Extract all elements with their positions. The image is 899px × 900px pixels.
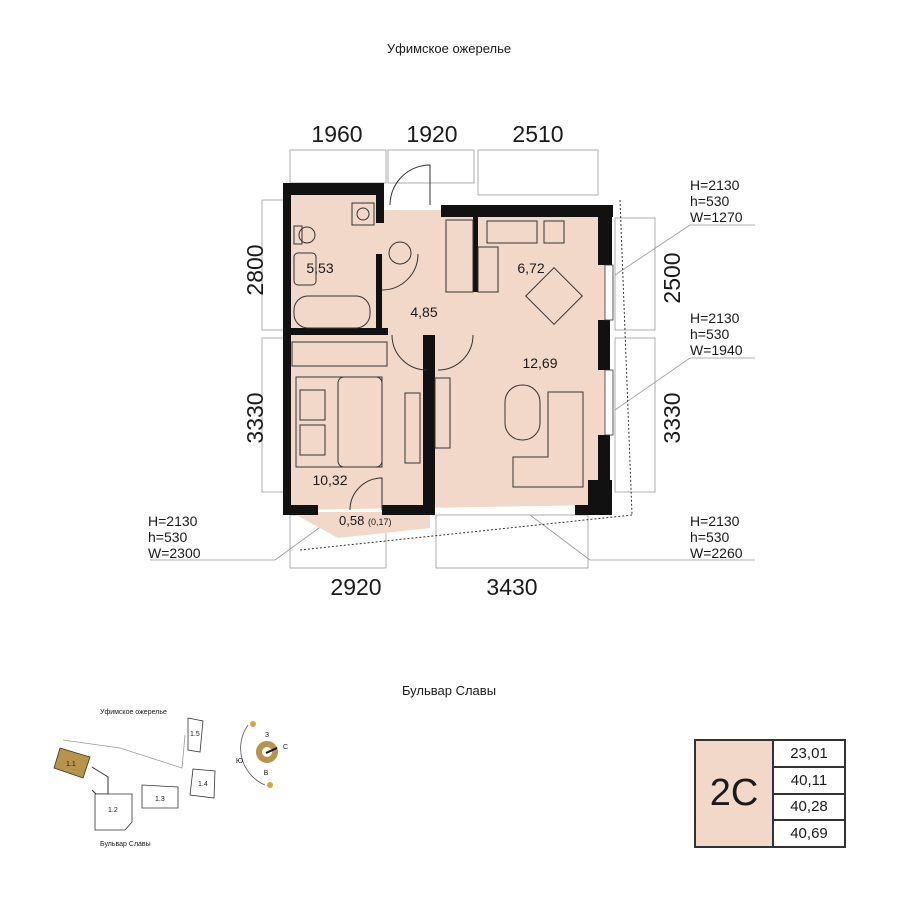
svg-text:1.1: 1.1 [66, 761, 76, 768]
dim-right-2: 3330 [659, 392, 685, 443]
svg-text:W=2300: W=2300 [148, 545, 201, 561]
building-1-2 [94, 793, 133, 831]
window-spec-living: H=2130 h=530 W=1940 [690, 310, 743, 358]
compass-icon [256, 741, 278, 763]
svg-text:З: З [265, 732, 269, 739]
dim-bottom-1: 2920 [330, 574, 381, 600]
svg-text:h=530: h=530 [690, 193, 730, 209]
site-street-top: Уфимское ожерелье [100, 709, 167, 716]
window-spec-bedroom: H=2130 h=530 W=2300 [148, 513, 201, 561]
apartment-interior [291, 195, 605, 538]
dim-top-3: 2510 [512, 121, 563, 147]
summary-value: 40,28 [774, 795, 844, 822]
svg-text:W=1270: W=1270 [690, 209, 743, 225]
svg-text:W=2260: W=2260 [690, 545, 743, 561]
svg-text:h=530: h=530 [148, 529, 188, 545]
svg-text:H=2130: H=2130 [690, 310, 740, 326]
dim-right-1: 2500 [659, 252, 685, 303]
site-plan: Уфимское ожерелье Бульвар Славы 1.1 1.2 … [53, 709, 288, 848]
svg-text:W=1940: W=1940 [690, 342, 743, 358]
walls [283, 183, 613, 515]
area-balcony: 0,58 [339, 513, 364, 528]
summary-value: 40,69 [790, 825, 828, 843]
sun-path [240, 724, 266, 786]
svg-text:h=530: h=530 [690, 326, 730, 342]
dim-top-1: 1960 [311, 121, 362, 147]
building-1-3 [141, 784, 179, 809]
svg-text:1.4: 1.4 [198, 781, 208, 788]
svg-text:1.5: 1.5 [190, 731, 200, 738]
street-bottom-label: Бульвар Славы [402, 683, 496, 698]
sun-icon [267, 782, 273, 788]
window-spec-kitchen: H=2130 h=530 W=1270 [690, 177, 743, 225]
svg-text:1.3: 1.3 [155, 796, 165, 803]
site-street-bottom: Бульвар Славы [100, 841, 151, 848]
sun-icon [250, 721, 256, 727]
windows-drawn [299, 199, 633, 551]
summary-table: 2С 23,01 40,11 40,28 40,69 [694, 739, 846, 848]
building-1-4 [189, 768, 216, 799]
dim-left-1: 2800 [242, 244, 268, 295]
svg-text:H=2130: H=2130 [690, 177, 740, 193]
area-kitchen: 6,72 [517, 260, 544, 276]
apartment-type: 2С [696, 741, 774, 846]
svg-text:H=2130: H=2130 [148, 513, 198, 529]
svg-text:В: В [264, 770, 269, 777]
area-bedroom: 10,32 [312, 472, 347, 488]
svg-text:Ю: Ю [236, 758, 243, 765]
dim-left-2: 3330 [242, 392, 268, 443]
building-1-1 [53, 747, 91, 779]
area-balcony-reduced: (0,17) [368, 517, 392, 527]
area-hall: 4,85 [410, 304, 437, 320]
svg-text:С: С [283, 744, 288, 751]
summary-value: 23,01 [774, 741, 844, 768]
area-bathroom: 5,53 [306, 260, 333, 276]
area-living: 12,69 [522, 355, 557, 371]
svg-text:H=2130: H=2130 [690, 513, 740, 529]
dim-bottom-2: 3430 [486, 574, 537, 600]
street-top-label: Уфимское ожерелье [387, 41, 511, 56]
dim-top-2: 1920 [406, 121, 457, 147]
summary-value: 40,11 [774, 768, 844, 795]
svg-text:1.2: 1.2 [108, 807, 118, 814]
window-spec-living-bottom: H=2130 h=530 W=2260 [690, 513, 743, 561]
furniture [291, 164, 584, 511]
svg-text:h=530: h=530 [690, 529, 730, 545]
building-1-5 [187, 717, 204, 753]
